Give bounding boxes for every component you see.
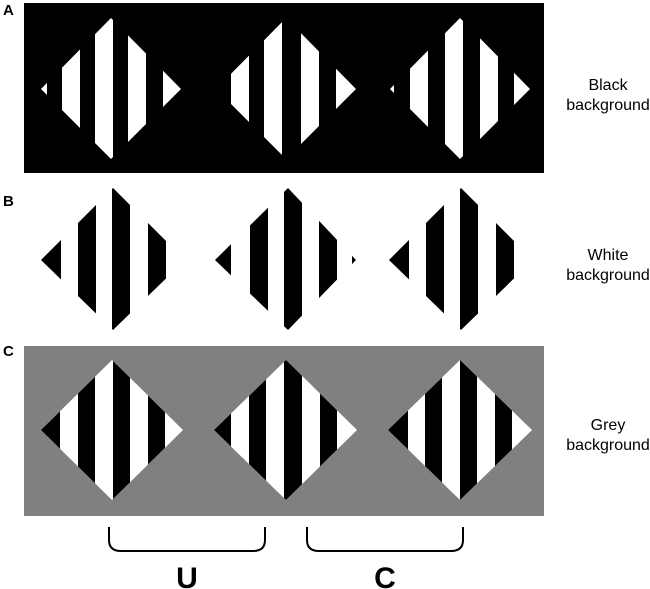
panel-a-label-line2: background [566,97,650,114]
panel-b-letter: B [3,193,14,210]
panel-a-label-line1: Black [588,77,628,94]
panel-b-label-line2: background [566,267,650,284]
brace-u [108,527,266,552]
panel-c-stimuli [41,360,532,500]
brace-u-label: U [176,562,198,589]
panel-c-label-line1: Grey [591,417,626,434]
panel-c-label-line2: background [566,437,650,454]
panel-b-label-line1: White [588,247,629,264]
brace-c-label: C [374,562,396,589]
panel-c-letter: C [3,343,14,360]
brace-c [306,527,464,552]
panel-a-letter: A [3,2,14,19]
